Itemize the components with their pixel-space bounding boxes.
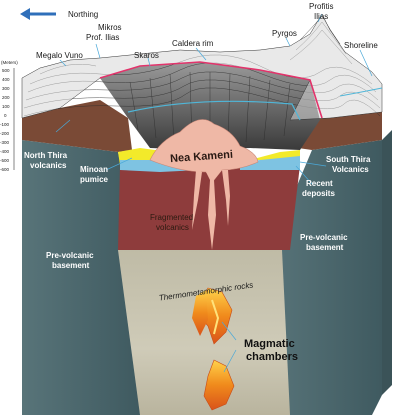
tick-neg500: -500 <box>0 158 10 163</box>
tick-200: 200 <box>2 95 10 100</box>
label-shoreline: Shoreline <box>344 41 378 50</box>
tick-400: 400 <box>2 77 10 82</box>
label-prevolcanic-left-1: Pre-volcanic <box>46 251 94 260</box>
tick-0: 0 <box>4 113 7 118</box>
tick-neg300: -300 <box>0 140 10 145</box>
label-north-thira-1: North Thira <box>24 151 68 160</box>
label-prevolcanic-left-2: basement <box>52 261 90 270</box>
block-side-face <box>382 130 392 395</box>
magma-core <box>211 299 220 335</box>
label-recent-1: Recent <box>306 179 333 188</box>
shoreline-line <box>127 100 301 121</box>
label-north-thira-2: volcanics <box>30 161 67 170</box>
label-mikros: Mikros <box>98 23 122 32</box>
conduit-right <box>222 170 230 226</box>
tick-neg600: -600 <box>0 167 10 172</box>
north-thira-volcanics <box>22 100 132 152</box>
label-fragmented-2: volcanics <box>156 223 189 232</box>
tick-100: 100 <box>2 104 10 109</box>
caldera-rim-line <box>99 61 323 119</box>
label-minoan-1: Minoan <box>80 165 108 174</box>
label-prof-ilias: Prof. Ilias <box>86 33 119 42</box>
label-skaros: Skaros <box>134 51 159 60</box>
label-recent-2: deposits <box>302 189 335 198</box>
tick-neg100: -100 <box>0 122 10 127</box>
label-magmatic-2: chambers <box>246 351 298 363</box>
conduit-left <box>192 170 202 230</box>
northing-label: Northing <box>68 10 98 19</box>
magmatic-chamber-upper-left <box>192 290 208 336</box>
label-magmatic-1: Magmatic <box>244 338 295 350</box>
basement-right <box>270 140 382 415</box>
tick-neg200: -200 <box>0 131 10 136</box>
axis-unit: (Meters) <box>1 60 18 65</box>
label-ilias: Ilias <box>314 12 328 21</box>
elevation-axis: (Meters) 500 400 300 200 100 0 -100 -200… <box>0 60 18 172</box>
label-pyrgos: Pyrgos <box>272 29 297 38</box>
conduit-main <box>206 170 222 250</box>
tick-neg400: -400 <box>0 149 10 154</box>
shoreline-outer <box>339 87 383 97</box>
label-caldera-rim: Caldera rim <box>172 39 214 48</box>
thermo-rocks <box>118 250 290 415</box>
northing-arrow <box>20 8 56 20</box>
tick-300: 300 <box>2 86 10 91</box>
label-fragmented-1: Fragmented <box>150 213 193 222</box>
label-profitis: Profitis <box>309 2 333 11</box>
label-minoan-2: pumice <box>80 175 109 184</box>
basement-left <box>22 140 140 415</box>
tick-500: 500 <box>2 68 10 73</box>
leader-lines <box>55 13 373 373</box>
label-south-thira-1: South Thira <box>326 155 371 164</box>
label-prevolcanic-right-2: basement <box>306 243 344 252</box>
label-megalo-vuno: Megalo Vuno <box>36 51 83 60</box>
label-south-thira-2: Volcanics <box>332 165 369 174</box>
recent-deposits-right <box>240 156 300 170</box>
label-nea-kameni: Nea Kameni <box>170 149 234 165</box>
label-prevolcanic-right-1: Pre-volcanic <box>300 233 348 242</box>
magmatic-chamber-lower <box>203 359 235 411</box>
